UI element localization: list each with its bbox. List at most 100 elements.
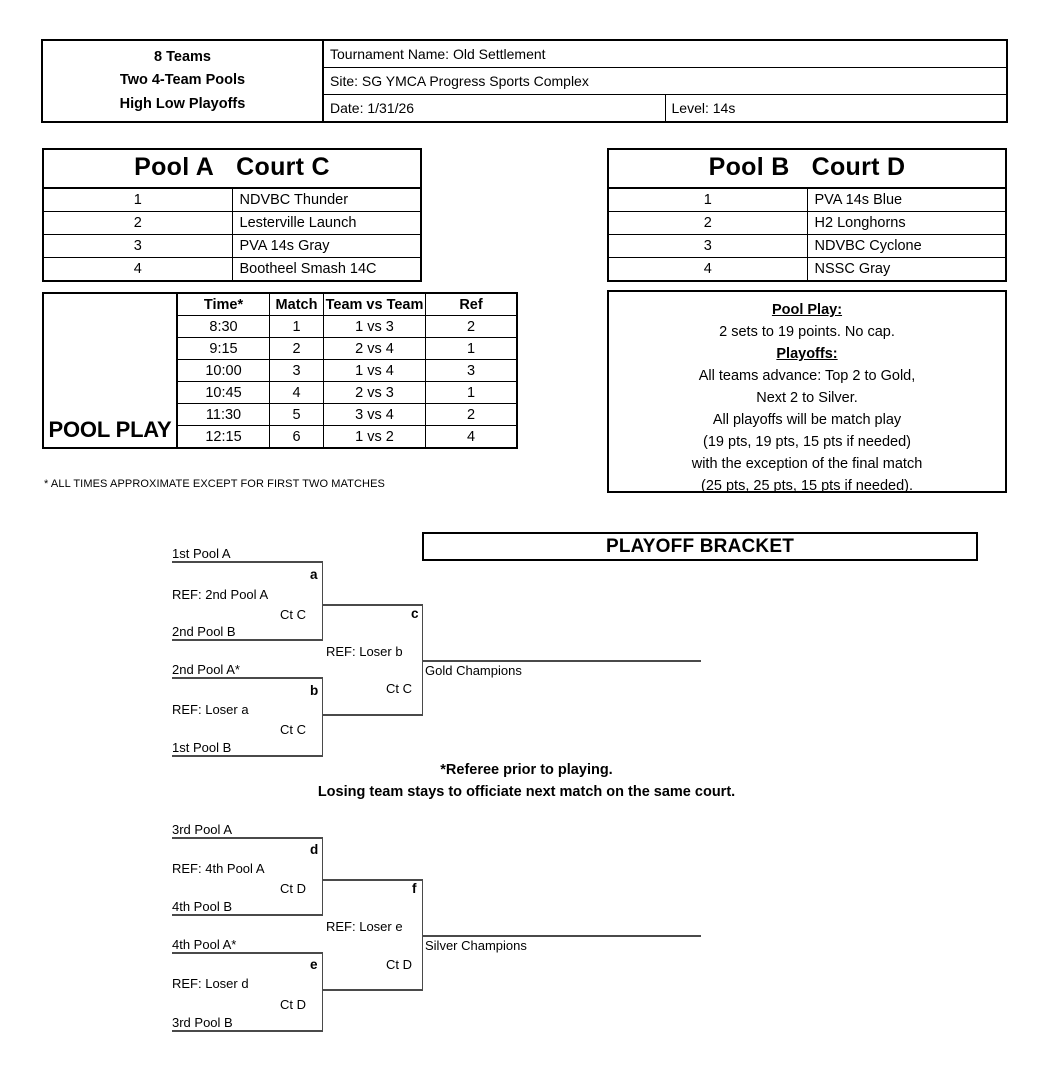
pool-a-team: Bootheel Smash 14C (231, 257, 421, 281)
silver-e-letter: e (310, 957, 318, 972)
gold-champion-label: Gold Champions (425, 663, 522, 678)
rules-playoff-line: with the exception of the final match (691, 456, 923, 473)
rules-pool-play-text: 2 sets to 19 points. No cap. (719, 324, 895, 341)
pool-a-title-pool: Pool A (134, 153, 215, 181)
pool-play-schedule-table: POOL PLAY Time* Match Team vs Team Ref 8… (42, 292, 518, 449)
schedule-match: 3 (269, 359, 324, 382)
silver-e-ref: REF: Loser d (172, 976, 249, 991)
pool-a-seed: 4 (43, 257, 233, 281)
gold-a-bottom-team: 2nd Pool B (172, 624, 236, 639)
table-row: 8:30 1 1 vs 3 2 (43, 315, 517, 338)
schedule-teams: 3 vs 4 (323, 403, 426, 426)
column-header-match: Match (269, 293, 324, 316)
gold-a-right-connector (321, 561, 323, 640)
column-header-time: Time* (176, 293, 270, 316)
schedule-ref: 1 (425, 337, 517, 360)
gold-b-letter: b (310, 683, 319, 698)
schedule-time: 9:15 (176, 337, 270, 360)
schedule-time: 8:30 (176, 315, 270, 338)
table-row: 12:15 6 1 vs 2 4 (43, 425, 517, 448)
gold-b-bottom-team: 1st Pool B (172, 740, 232, 755)
format-line-1: 8 Teams (154, 49, 211, 66)
schedule-teams: 2 vs 4 (323, 337, 426, 360)
pool-b-team: NSSC Gray (806, 257, 1006, 281)
table-row: 4 NSSC Gray (608, 257, 1006, 281)
gold-a-letter: a (310, 567, 318, 582)
silver-d-top-line (172, 837, 323, 839)
silver-d-top-team: 3rd Pool A (172, 822, 232, 837)
silver-e-bottom-team: 3rd Pool B (172, 1015, 233, 1030)
silver-champion-line (423, 935, 701, 937)
gold-champion-line (423, 660, 701, 662)
pool-b-seed: 2 (608, 211, 808, 235)
bracket-note-line: Losing team stays to officiate next matc… (317, 784, 736, 801)
table-row: 3 NDVBC Cyclone (608, 234, 1006, 258)
silver-d-bottom-team: 4th Pool B (172, 899, 232, 914)
silver-d-ref: REF: 4th Pool A (172, 861, 265, 876)
pool-a-seed: 3 (43, 234, 233, 258)
pool-a-team: NDVBC Thunder (231, 187, 421, 212)
schedule-ref: 2 (425, 403, 517, 426)
schedule-time: 12:15 (176, 425, 270, 448)
table-row: 1 NDVBC Thunder (43, 187, 421, 212)
pool-a-seed: 2 (43, 211, 233, 235)
rules-playoffs-heading: Playoffs: (776, 346, 838, 363)
schedule-teams: 1 vs 3 (323, 315, 426, 338)
rules-pool-play-heading: Pool Play: (771, 302, 843, 318)
silver-f-bottom-line (322, 989, 423, 991)
pool-a-table: Pool A Court C 1 NDVBC Thunder 2 Lestervi… (42, 148, 422, 282)
pool-play-label: POOL PLAY (43, 293, 178, 448)
schedule-match: 1 (269, 315, 324, 338)
schedule-time: 11:30 (176, 403, 270, 426)
gold-c-bottom-line (322, 714, 423, 716)
gold-c-top-line (322, 604, 423, 606)
silver-e-top-team: 4th Pool A* (172, 937, 237, 952)
table-row: 11:30 5 3 vs 4 2 (43, 403, 517, 426)
gold-b-ref: REF: Loser a (172, 702, 249, 717)
date-cell: Date: 1/31/26 (323, 94, 666, 122)
gold-a-top-line (172, 561, 323, 563)
rules-playoff-line: All teams advance: Top 2 to Gold, (698, 368, 916, 385)
format-line-3: High Low Playoffs (119, 95, 246, 112)
tournament-name-cell: Tournament Name: Old Settlement (323, 40, 1007, 68)
level-cell: Level: 14s (665, 94, 1007, 122)
silver-champion-label: Silver Champions (425, 938, 527, 953)
pool-a-team: Lesterville Launch (231, 211, 421, 235)
pool-b-seed: 3 (608, 234, 808, 258)
pool-a-title-court: Court C (236, 153, 330, 181)
silver-e-right-connector (321, 952, 323, 1030)
gold-b-court: Ct C (280, 722, 306, 737)
table-row: 1 PVA 14s Blue (608, 187, 1006, 212)
rules-playoff-line: (19 pts, 19 pts, 15 pts if needed) (703, 434, 911, 451)
rules-playoff-line: (25 pts, 25 pts, 15 pts if needed). (701, 478, 913, 495)
rules-playoff-line: Next 2 to Silver. (756, 390, 858, 407)
schedule-match: 2 (269, 337, 324, 360)
gold-a-ref: REF: 2nd Pool A (172, 587, 269, 602)
pool-b-title-court: Court D (811, 153, 906, 181)
schedule-ref: 1 (425, 381, 517, 404)
table-row: 10:00 3 1 vs 4 3 (43, 359, 517, 382)
schedule-match: 5 (269, 403, 324, 426)
pool-b-team: H2 Longhorns (806, 211, 1006, 235)
table-row: 2 H2 Longhorns (608, 211, 1006, 235)
pool-b-team: NDVBC Cyclone (806, 234, 1006, 258)
silver-f-letter: f (412, 881, 417, 896)
schedule-teams: 1 vs 2 (323, 425, 426, 448)
times-footnote: * ALL TIMES APPROXIMATE EXCEPT FOR FIRST… (44, 478, 385, 490)
bracket-note-line: *Referee prior to playing. (440, 762, 613, 778)
gold-b-top-line (172, 677, 323, 679)
schedule-time: 10:45 (176, 381, 270, 404)
silver-f-top-line (322, 879, 423, 881)
schedule-match: 4 (269, 381, 324, 404)
silver-d-bottom-line (172, 914, 323, 916)
table-row: 2 Lesterville Launch (43, 211, 421, 235)
rules-playoff-line: All playoffs will be match play (712, 412, 902, 429)
column-header-teams: Team vs Team (323, 293, 426, 316)
playoff-bracket-title: PLAYOFF BRACKET (422, 532, 978, 561)
schedule-ref: 4 (425, 425, 517, 448)
schedule-ref: 2 (425, 315, 517, 338)
gold-a-top-team: 1st Pool A (172, 546, 231, 561)
schedule-teams: 1 vs 4 (323, 359, 426, 382)
